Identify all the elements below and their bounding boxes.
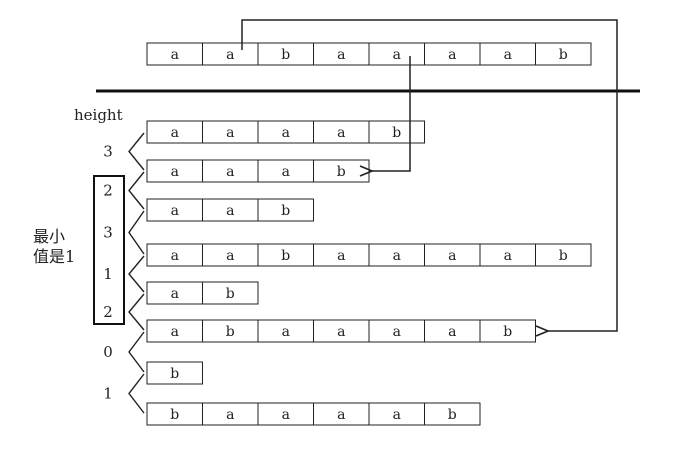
- char-label: a: [282, 125, 290, 141]
- height-value: 3: [103, 224, 113, 242]
- pair-bracket: [128, 132, 145, 171]
- char-label: a: [337, 47, 345, 63]
- connector-top-to-row2: [372, 56, 411, 171]
- char-label: a: [226, 203, 234, 219]
- char-label: a: [171, 248, 179, 264]
- char-label: a: [393, 407, 401, 423]
- char-label: a: [448, 248, 456, 264]
- char-label: a: [226, 164, 234, 180]
- pair-bracket: [128, 171, 145, 210]
- char-label: b: [170, 407, 179, 423]
- char-label: b: [281, 203, 290, 219]
- char-label: b: [281, 248, 290, 264]
- pair-bracket: [128, 373, 145, 414]
- char-label: a: [171, 47, 179, 63]
- char-label: a: [282, 407, 290, 423]
- min-note-line-2: 值是1: [33, 247, 75, 266]
- char-label: a: [282, 324, 290, 340]
- char-cell: [535, 42, 592, 66]
- height-value: 0: [103, 343, 113, 361]
- char-label: a: [226, 47, 234, 63]
- char-label: a: [448, 324, 456, 340]
- char-label: a: [337, 125, 345, 141]
- height-value: 2: [103, 303, 113, 321]
- pair-bracket: [128, 255, 145, 293]
- char-cell: [146, 361, 203, 385]
- char-label: a: [448, 47, 456, 63]
- char-label: a: [393, 47, 401, 63]
- char-label: a: [393, 248, 401, 264]
- char-label: b: [226, 324, 235, 340]
- char-label: a: [282, 164, 290, 180]
- pair-bracket: [128, 210, 145, 255]
- height-header: height: [74, 106, 123, 124]
- char-cell: [424, 402, 481, 426]
- char-label: a: [504, 47, 512, 63]
- char-label: a: [226, 407, 234, 423]
- char-label: b: [559, 248, 568, 264]
- char-label: a: [171, 125, 179, 141]
- char-label: a: [504, 248, 512, 264]
- char-label: b: [337, 164, 346, 180]
- char-label: a: [171, 324, 179, 340]
- char-cell: [535, 243, 592, 267]
- char-label: b: [170, 366, 179, 382]
- pair-bracket: [128, 331, 145, 373]
- char-label: b: [226, 286, 235, 302]
- height-values: 3 2 3 1 2 0 1: [103, 132, 145, 414]
- connector-top-to-row6: [241, 19, 618, 331]
- char-cell: [202, 281, 259, 305]
- char-label: b: [503, 324, 512, 340]
- char-label: b: [281, 47, 290, 63]
- min-height-bracket: [93, 175, 125, 325]
- char-label: b: [448, 407, 457, 423]
- suffix-row: b: [146, 361, 203, 385]
- char-label: a: [171, 164, 179, 180]
- height-value: 1: [103, 265, 113, 283]
- char-cell: [257, 198, 314, 222]
- char-label: a: [337, 407, 345, 423]
- char-label: b: [392, 125, 401, 141]
- char-label: a: [393, 324, 401, 340]
- char-label: a: [337, 324, 345, 340]
- char-label: a: [337, 248, 345, 264]
- pair-bracket: [128, 293, 145, 331]
- char-cell: [479, 319, 536, 343]
- height-value: 1: [103, 385, 113, 403]
- char-label: b: [559, 47, 568, 63]
- char-label: a: [226, 248, 234, 264]
- min-note-line-1: 最小: [33, 227, 65, 246]
- height-value: 3: [103, 143, 113, 161]
- char-label: a: [226, 125, 234, 141]
- char-label: a: [171, 286, 179, 302]
- char-label: a: [171, 203, 179, 219]
- height-value: 2: [103, 182, 113, 200]
